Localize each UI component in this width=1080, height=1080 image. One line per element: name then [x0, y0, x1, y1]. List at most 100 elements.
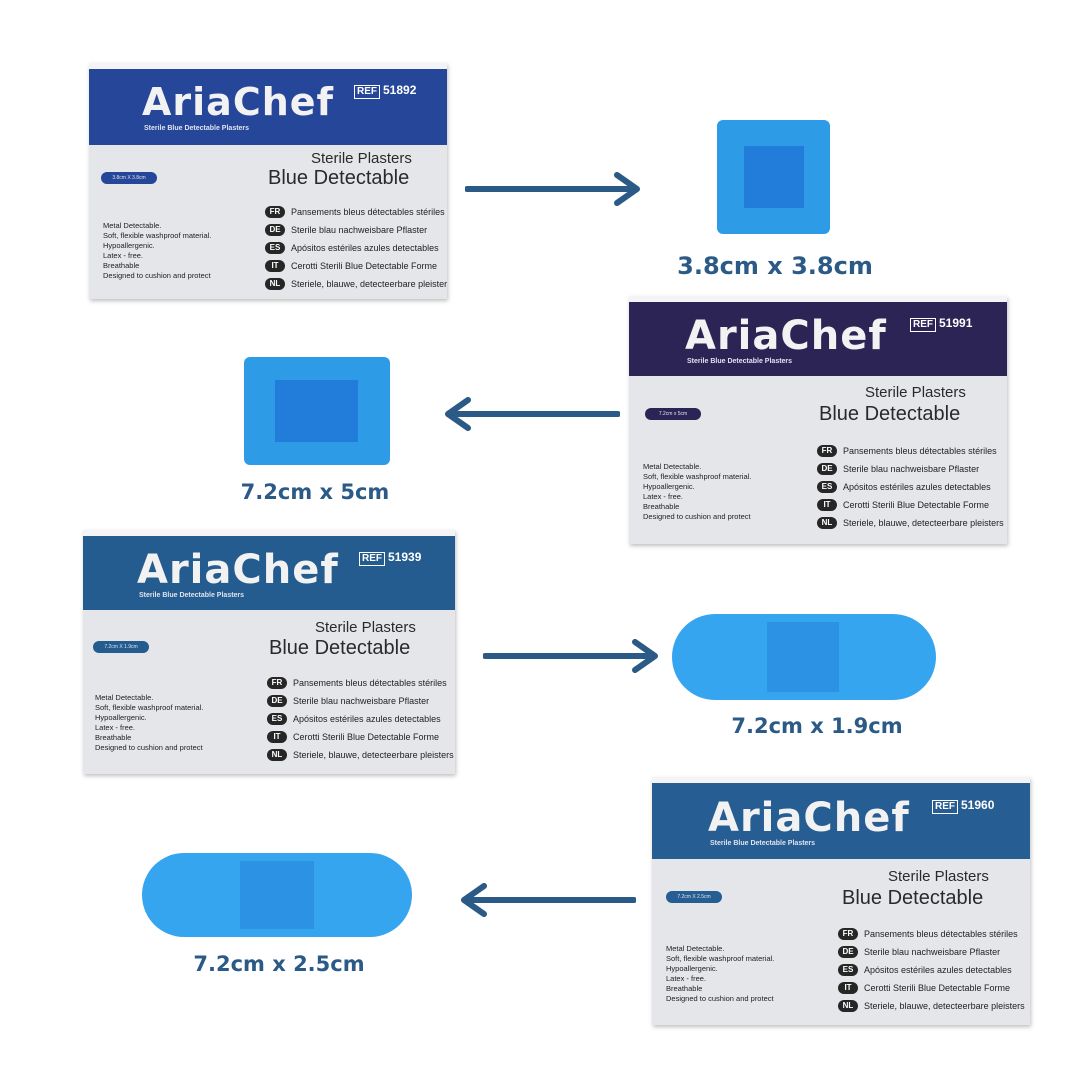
feature-item: Metal Detectable. — [95, 693, 154, 702]
language-code: FR — [838, 928, 858, 940]
language-code: ES — [817, 481, 837, 493]
language-text: Cerotti Sterili Blue Detectable Forme — [864, 983, 1011, 993]
language-code: IT — [267, 731, 287, 743]
product-box-51991: AriaChef Sterile Blue Detectable Plaster… — [629, 296, 1007, 544]
arrow-left-icon — [461, 883, 636, 917]
arrow-left-icon — [445, 397, 620, 431]
feature-list: Metal Detectable. Soft, flexible washpro… — [666, 944, 774, 1004]
plaster-rectangle-icon — [244, 357, 390, 465]
language-row: ES Apósitos estériles azules detectables — [838, 961, 1025, 979]
ref-value: 51960 — [961, 798, 995, 812]
language-text: Steriele, blauwe, detecteerbare pleister… — [291, 279, 447, 289]
box-lid — [83, 530, 455, 536]
box-title-line1: Sterile Plasters — [888, 868, 989, 885]
feature-item: Breathable — [103, 261, 140, 270]
feature-item: Hypoallergenic. — [95, 713, 147, 722]
feature-item: Soft, flexible washproof material. — [95, 703, 204, 712]
brand-logo: AriaChef — [685, 313, 887, 359]
brand-logo: AriaChef — [137, 547, 339, 593]
language-code: FR — [265, 206, 285, 218]
feature-item: Latex - free. — [666, 974, 707, 983]
box-tagline: Sterile Blue Detectable Plasters — [139, 592, 245, 599]
language-code: NL — [265, 278, 285, 290]
feature-item: Soft, flexible washproof material. — [666, 954, 775, 963]
language-text: Cerotti Sterili Blue Detectable Forme — [293, 732, 440, 742]
brand-logo: AriaChef — [142, 80, 335, 124]
ref-value: 51991 — [939, 316, 973, 330]
box-lid — [629, 296, 1007, 302]
plaster-pad — [767, 622, 839, 692]
box-header-band: AriaChef Sterile Blue Detectable Plaster… — [652, 783, 1030, 859]
language-code: IT — [838, 982, 858, 994]
feature-list: Metal Detectable. Soft, flexible washpro… — [95, 693, 203, 753]
feature-item: Designed to cushion and protect — [666, 994, 774, 1003]
language-row: NL Steriele, blauwe, detecteerbare pleist… — [817, 514, 1004, 532]
language-code: NL — [817, 517, 837, 529]
box-header-band: AriaChef Sterile Blue Detectable Plaster… — [89, 69, 447, 145]
size-label: 7.2cm x 2.5cm — [193, 952, 365, 976]
plaster-pad — [275, 380, 358, 442]
language-row: ES Apósitos estériles azules detectables — [267, 710, 454, 728]
product-box-51939: AriaChef Sterile Blue Detectable Plaster… — [83, 530, 455, 774]
plaster-square-icon — [717, 120, 830, 234]
feature-item: Metal Detectable. — [643, 462, 702, 471]
feature-item: Latex - free. — [103, 251, 144, 260]
product-box-51892: AriaChef Sterile Blue Detectable Plaster… — [89, 63, 447, 299]
feature-item: Soft, flexible washproof material. — [643, 472, 752, 481]
arrow-right-icon — [483, 639, 658, 673]
box-title-line2: Blue Detectable — [268, 167, 410, 189]
plaster-strip-icon — [672, 614, 936, 700]
language-code: ES — [838, 964, 858, 976]
feature-list: Metal Detectable. Soft, flexible washpro… — [643, 462, 751, 522]
language-text: Apósitos estériles azules detectables — [864, 965, 1012, 975]
language-text: Pansements bleus détectables stériles — [864, 929, 1018, 939]
box-title-line1: Sterile Plasters — [311, 150, 412, 167]
language-text: Sterile blau nachweisbare Pflaster — [291, 225, 428, 235]
language-row: FR Pansements bleus détectables stériles — [267, 674, 454, 692]
ref-label: REF — [910, 318, 936, 332]
language-code: DE — [838, 946, 858, 958]
ref-label: REF — [932, 800, 958, 814]
box-title-line1: Sterile Plasters — [865, 384, 966, 401]
size-pill: 7.2cm x 5cm — [645, 408, 701, 420]
language-code: NL — [267, 749, 287, 761]
language-text: Cerotti Sterili Blue Detectable Forme — [843, 500, 990, 510]
box-tagline: Sterile Blue Detectable Plasters — [710, 840, 816, 847]
language-row: IT Cerotti Sterili Blue Detectable Forme — [838, 979, 1025, 997]
language-code: IT — [817, 499, 837, 511]
brand-logo: AriaChef — [708, 795, 910, 841]
ref-label: REF — [359, 552, 385, 566]
language-text: Steriele, blauwe, detecteerbare pleister… — [843, 518, 1004, 528]
box-title-line2: Blue Detectable — [842, 887, 984, 909]
language-row: NL Steriele, blauwe, detecteerbare pleist… — [265, 275, 447, 293]
language-text: Pansements bleus détectables stériles — [843, 446, 997, 456]
language-text: Apósitos estériles azules detectables — [293, 714, 441, 724]
box-header-band: AriaChef Sterile Blue Detectable Plaster… — [629, 302, 1007, 376]
language-text: Pansements bleus détectables stériles — [293, 678, 447, 688]
feature-item: Latex - free. — [95, 723, 136, 732]
feature-item: Hypoallergenic. — [643, 482, 695, 491]
language-code: FR — [267, 677, 287, 689]
language-code: IT — [265, 260, 285, 272]
language-code: DE — [267, 695, 287, 707]
plaster-strip-icon — [142, 853, 412, 937]
language-code: ES — [267, 713, 287, 725]
language-row: FR Pansements bleus détectables stériles — [838, 925, 1025, 943]
ref-value: 51939 — [388, 550, 422, 564]
product-box-51960: AriaChef Sterile Blue Detectable Plaster… — [652, 777, 1030, 1025]
language-text: Steriele, blauwe, detecteerbare pleister… — [293, 750, 454, 760]
size-label: 7.2cm x 5cm — [240, 480, 390, 504]
size-pill: 7.2cm X 2.5cm — [666, 891, 722, 903]
